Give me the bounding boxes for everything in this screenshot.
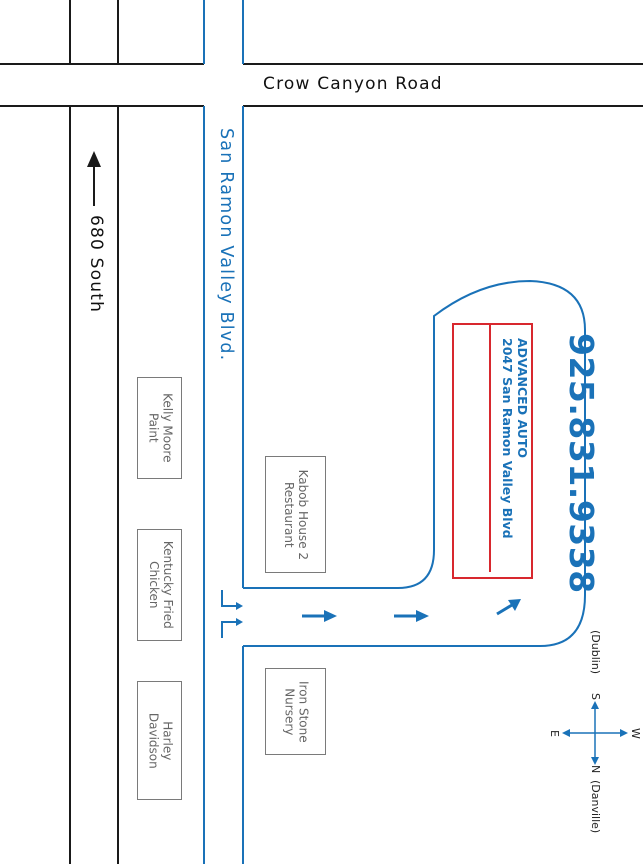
turn-markers <box>221 590 237 638</box>
landmark-iron-stone-line1: Iron Stone <box>296 680 311 743</box>
landmark-kabob-house: Kabob House 2 Restaurant <box>265 456 326 573</box>
landmark-kabob-house-line2: Restaurant <box>282 481 297 548</box>
compass-danville-label: (Danville) <box>589 780 602 834</box>
landmark-kelly-moore: Kelly Moore Paint <box>137 377 182 479</box>
landmark-kfc-line2: Chicken <box>146 561 161 609</box>
landmark-kelly-moore-line1: Kelly Moore <box>160 393 175 463</box>
route-arrow-3 <box>496 599 521 616</box>
landmark-kfc-line1: Kentucky Fried <box>160 541 175 629</box>
business-highlight-box <box>452 323 533 579</box>
business-phone: 925.831.9338 <box>562 333 601 594</box>
compass-south-label: S <box>589 693 602 700</box>
landmark-harley: Harley Davidson <box>137 681 182 800</box>
compass-north-label: N <box>589 765 602 774</box>
landmark-harley-line2: Davidson <box>146 712 161 769</box>
landmark-iron-stone-line2: Nursery <box>282 687 297 736</box>
compass-east-label: E <box>548 730 561 737</box>
business-address: 2047 San Ramon Valley Blvd <box>500 338 515 539</box>
landmark-kelly-moore-line2: Paint <box>146 413 161 443</box>
turn-marker-arrowheads <box>236 602 243 626</box>
landmark-kfc: Kentucky Fried Chicken <box>137 529 182 641</box>
compass <box>566 706 624 760</box>
freeway-direction-arrow <box>87 151 101 206</box>
san-ramon-valley-blvd <box>203 0 244 864</box>
crow-canyon-road-label: Crow Canyon Road <box>263 74 443 94</box>
landmark-iron-stone: Iron Stone Nursery <box>265 668 326 755</box>
compass-dublin-label: (Dublin) <box>589 630 602 675</box>
compass-west-label: W <box>629 728 642 739</box>
driveway-loop <box>243 279 586 647</box>
freeway-680-label: 680 South <box>86 215 106 314</box>
landmark-kabob-house-line1: Kabob House 2 <box>296 469 311 560</box>
route-arrow-1 <box>302 610 337 622</box>
compass-arrowheads <box>562 701 628 765</box>
crow-canyon-road <box>0 63 643 107</box>
route-arrow-2 <box>394 610 429 622</box>
business-name: ADVANCED AUTO <box>515 338 530 459</box>
freeway-680 <box>69 0 119 864</box>
san-ramon-valley-blvd-label: San Ramon Valley Blvd. <box>216 128 236 362</box>
landmark-harley-line1: Harley <box>160 720 175 761</box>
